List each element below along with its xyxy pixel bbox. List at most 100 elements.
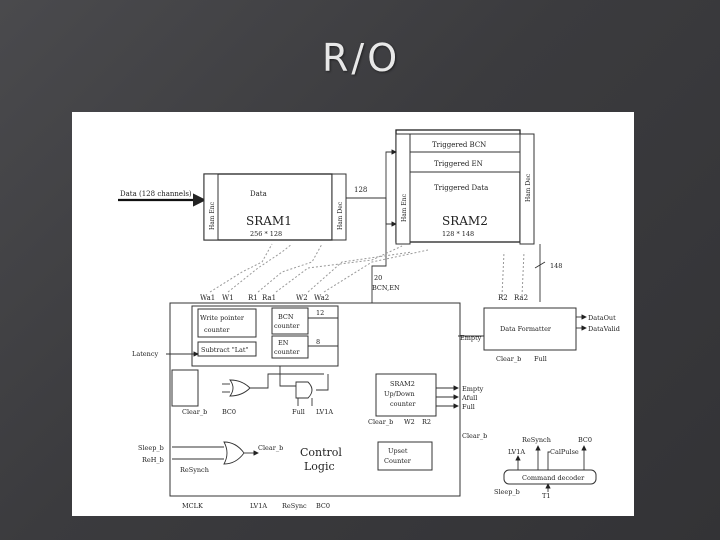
- sram1-size: 256 * 128: [250, 230, 282, 238]
- port-wa2: Wa2: [314, 294, 329, 302]
- n8-label: 8: [316, 338, 320, 346]
- bus-148-label: 148: [550, 262, 562, 270]
- sram1-data-label: Data: [250, 190, 267, 198]
- en-counter-label-1: EN: [278, 339, 289, 347]
- sram1-ham-dec: [331, 173, 347, 241]
- sram1-title: SRAM1: [246, 214, 292, 228]
- cmd-bc0: BC0: [578, 436, 592, 444]
- control-logic-title-1: Control: [300, 446, 342, 459]
- sram2-row-en-label: Triggered EN: [434, 160, 483, 168]
- sram2-row-bcn-label: Triggered BCN: [432, 141, 486, 149]
- dataout-label: DataOut: [588, 314, 616, 322]
- dotted-w2: [307, 251, 413, 293]
- write-sm-area: [171, 369, 199, 407]
- lv1a-left: LV1A: [316, 408, 333, 416]
- clear-b-left: Clear_b: [182, 408, 207, 416]
- dotted-wa2: [323, 249, 429, 293]
- df-clear-b: Clear_b: [496, 355, 521, 363]
- sram2-size: 128 * 148: [442, 230, 474, 238]
- bcn-counter-label-1: BCN: [278, 313, 294, 321]
- bottom-lv1a: LV1A: [250, 502, 267, 510]
- block-diagram: Data (128 channels) Ham Enc Ham Dec Data…: [72, 112, 634, 516]
- sram2-ham-dec-label: Ham Dec: [525, 173, 532, 202]
- or-gate-1: [229, 379, 251, 397]
- counter-out-empty-label: Empty: [462, 385, 484, 393]
- dotted-wa1: [209, 243, 273, 293]
- port-r1: R1: [248, 294, 258, 302]
- bottom-mclk: MCLK: [182, 502, 203, 510]
- bottom-resync: ReSync: [282, 502, 307, 510]
- reh-b-label: ReH_b: [142, 456, 164, 464]
- port-ra1: Ra1: [262, 294, 276, 302]
- resynch-mid: ReSynch: [180, 466, 209, 474]
- dotted-w1: [227, 243, 293, 293]
- control-logic-title-2: Logic: [304, 460, 335, 473]
- sleep-b-label: Sleep_b: [138, 444, 164, 452]
- port-r2: R2: [498, 294, 508, 302]
- subtract-label: Subtract "Lat": [201, 346, 249, 354]
- cmd-calpulse-arrow: [547, 451, 550, 470]
- clear-b-gate: Clear_b: [258, 444, 283, 452]
- port-ra2: Ra2: [514, 294, 528, 302]
- bus-20-label: 20: [374, 274, 382, 282]
- sram2-row-data-label: Triggered Data: [434, 184, 488, 192]
- full-left: Full: [292, 408, 305, 416]
- sleep-gate: [223, 441, 245, 465]
- dotted-r2: [501, 251, 505, 297]
- port-wa1: Wa1: [200, 294, 215, 302]
- cmd-t1: T1: [542, 492, 550, 500]
- upset-counter-label-2: Counter: [384, 457, 412, 465]
- cmd-sleep-b: Sleep_b: [494, 488, 520, 496]
- bcn-counter-box: [271, 307, 309, 335]
- sram2-counter-label-1: SRAM2: [390, 380, 415, 388]
- port-w1: W1: [222, 294, 234, 302]
- write-pointer-label-2: counter: [204, 326, 230, 334]
- counter-out-full-label: Full: [462, 403, 475, 411]
- write-pointer-label-1: Write pointer: [200, 314, 245, 322]
- data-formatter-label: Data Formatter: [500, 325, 552, 333]
- subtract-box: [197, 341, 257, 357]
- and-in-1: [279, 366, 296, 387]
- data-formatter-box: [483, 307, 577, 351]
- gate-wire-2: [316, 374, 329, 391]
- dotted-ra1: [275, 245, 403, 293]
- command-decoder-label: Command decoder: [522, 474, 585, 482]
- n12-label: 12: [316, 309, 324, 317]
- bus-148-slash: [534, 261, 546, 269]
- port-w2: W2: [296, 294, 308, 302]
- latency-label: Latency: [132, 350, 158, 358]
- and-gate-1: [295, 381, 313, 399]
- counter-out-afull-label: Afull: [461, 394, 477, 402]
- bus-128-line: [346, 197, 397, 227]
- bc0-left: BC0: [222, 408, 236, 416]
- df-full: Full: [534, 355, 547, 363]
- sram1-ham-dec-label: Ham Dec: [337, 201, 344, 230]
- sram2-title: SRAM2: [442, 214, 488, 228]
- block-diagram-svg: Data (128 channels) Ham Enc Ham Dec Data…: [118, 129, 620, 510]
- en-counter-box: [271, 335, 309, 359]
- dotted-r1: [257, 243, 323, 293]
- gate-wire-1: [250, 373, 324, 389]
- en-counter-label-2: counter: [274, 348, 300, 356]
- sram2-counter-label-3: counter: [390, 400, 416, 408]
- sram1-ham-enc-label: Ham Enc: [209, 201, 216, 230]
- datavalid-label: DataValid: [588, 325, 620, 333]
- upset-counter-box: [377, 441, 433, 471]
- upset-counter-label-1: Upset: [388, 447, 408, 455]
- sram2-counter-label-2: Up/Down: [384, 390, 415, 398]
- empty-label: Empty: [460, 334, 482, 342]
- dotted-ra2: [521, 251, 525, 297]
- counter-clear-b: Clear_b: [368, 418, 393, 426]
- sram2-ham-enc: [395, 133, 411, 245]
- bottom-bc0: BC0: [316, 502, 330, 510]
- cmd-resynch: ReSynch: [522, 436, 551, 444]
- bcn-counter-label-2: counter: [274, 322, 300, 330]
- sram2-counter-box: [375, 373, 437, 417]
- bus-128-label: 128: [354, 186, 367, 194]
- clear-b-right: Clear_b: [462, 432, 487, 440]
- write-pointer-box: [197, 308, 257, 338]
- bcn-en-bus: [371, 149, 397, 314]
- slide-title: R/O: [322, 36, 401, 80]
- cmd-lv1a: LV1A: [508, 448, 525, 456]
- sram2-row-en: [409, 151, 521, 173]
